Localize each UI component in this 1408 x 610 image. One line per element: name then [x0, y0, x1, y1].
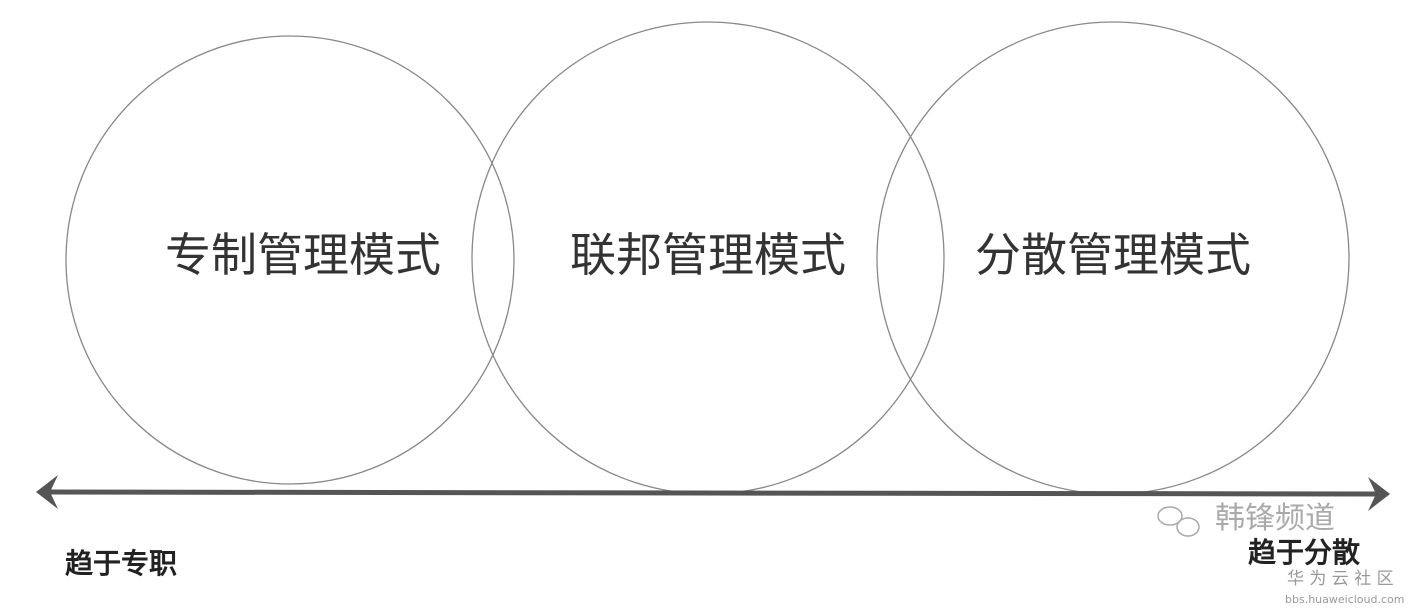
arrow-right-head [1368, 477, 1390, 511]
circle-label-autocratic: 专制管理模式 [165, 228, 441, 282]
circle-autocratic [65, 35, 515, 485]
circle-label-federal: 联邦管理模式 [570, 228, 846, 282]
arrow-left-head [36, 475, 58, 509]
watermark-channel: 韩锋频道 [1215, 501, 1335, 536]
axis-arrow [36, 475, 1390, 511]
axis-right-label: 趋于分散 [1248, 536, 1361, 569]
watermark-url: bbs.huaweicloud.com [1285, 593, 1405, 606]
wechat-icon [1157, 506, 1200, 537]
axis-left-label: 趋于专职 [65, 547, 178, 580]
circle-label-decentralized: 分散管理模式 [975, 228, 1251, 282]
watermark-site: 华 为 云 社 区 [1287, 569, 1394, 589]
